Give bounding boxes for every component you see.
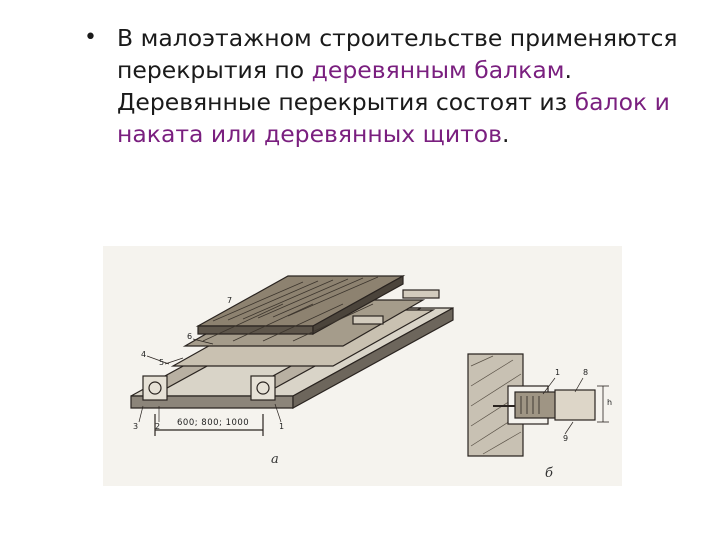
callout-b-h: h <box>607 398 613 407</box>
highlight-wooden-beams: деревянным балкам <box>311 56 565 84</box>
bullet-paragraph: • В малоэтажном строительстве применяютс… <box>84 22 694 150</box>
callout-1: 1 <box>279 422 285 431</box>
text-segment-1: В малоэтажном строительстве применяются … <box>117 24 678 84</box>
callout-7: 7 <box>227 296 233 305</box>
callout-5: 5 <box>159 358 165 367</box>
bullet-icon: • <box>84 25 97 50</box>
drawing-b <box>467 353 609 457</box>
callout-4: 4 <box>141 350 147 359</box>
highlight-beams-and-panels: балок и наката или деревянных щитов <box>117 88 670 148</box>
floor-drawing <box>130 274 609 457</box>
caption-b: б <box>545 466 553 481</box>
drawing-a <box>130 274 454 436</box>
text-segment-5: . <box>502 120 510 148</box>
bullet-text: В малоэтажном строительстве применяются … <box>117 22 694 150</box>
callout-b-8: 8 <box>583 368 589 377</box>
callout-3: 3 <box>133 422 139 431</box>
text-segment-3: . Деревянные перекрытия состоят из <box>117 56 575 116</box>
callout-2: 2 <box>155 422 161 431</box>
callout-b-1: 1 <box>555 368 561 377</box>
callout-b-9: 9 <box>563 434 569 443</box>
caption-a: а <box>271 452 279 467</box>
floor-construction-figure: 7 6 5 4 3 2 1 600; 800; 1000 1 8 9 h а б <box>103 246 622 486</box>
dimension-label: 600; 800; 1000 <box>177 418 250 428</box>
callout-6: 6 <box>187 332 193 341</box>
